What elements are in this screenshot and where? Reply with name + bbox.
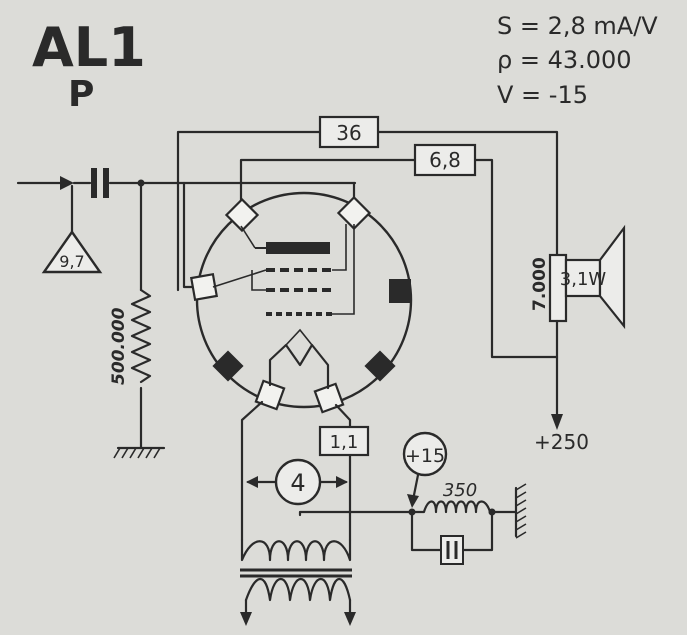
load-impedance-value: 7.000 bbox=[530, 257, 550, 311]
bypass-capacitor bbox=[440, 535, 464, 565]
supply-voltage-label: +250 bbox=[534, 430, 589, 454]
input-signal-triangle: 9,7 bbox=[41, 229, 103, 274]
plate-electrode bbox=[266, 242, 330, 254]
cathode-resistor bbox=[410, 500, 518, 514]
screen-resistor-box bbox=[318, 115, 380, 149]
coupling-capacitor bbox=[91, 168, 109, 198]
loudspeaker bbox=[564, 224, 626, 330]
tube-name: AL1 bbox=[32, 16, 146, 79]
ground-symbol-right bbox=[514, 483, 527, 539]
spec-grid-bias: V = -15 bbox=[497, 81, 588, 109]
filament-voltage-value: 4 bbox=[290, 469, 305, 497]
cathode-resistor-value: 350 bbox=[443, 480, 477, 501]
input-arrow bbox=[16, 176, 74, 190]
grid-leak-value: 500.000 bbox=[109, 307, 129, 385]
bias-voltage-value: +15 bbox=[405, 445, 445, 467]
tube-pin-blank-lower-left bbox=[212, 350, 244, 382]
tube-pin-blank-lower-right bbox=[364, 350, 396, 382]
tube-pin-grid bbox=[189, 272, 219, 302]
cathode-filament bbox=[268, 343, 330, 390]
speaker-power-value: 3,1W bbox=[560, 269, 607, 290]
filament-current-value: 1,1 bbox=[330, 432, 359, 453]
filament-current-box bbox=[318, 425, 370, 457]
filament-voltage-circle bbox=[274, 458, 322, 506]
tube-type: P bbox=[68, 74, 94, 115]
ground-symbol-left bbox=[113, 446, 166, 459]
input-signal-value: 9,7 bbox=[59, 252, 84, 271]
bias-voltage-circle bbox=[402, 431, 448, 477]
tube-pin-top-right bbox=[336, 195, 372, 231]
heater-transformer bbox=[240, 538, 356, 626]
tube-pin-blank-right bbox=[389, 279, 411, 303]
spec-plate-resistance: ρ = 43.000 bbox=[497, 46, 632, 74]
tube-pin-plate bbox=[224, 197, 260, 233]
screen-resistor-value: 36 bbox=[336, 121, 361, 145]
plate-resistor-value: 6,8 bbox=[429, 148, 461, 172]
grid-leak-resistor bbox=[130, 288, 152, 384]
plate-resistor-box bbox=[413, 143, 477, 177]
spec-transconductance: S = 2,8 mA/V bbox=[497, 12, 658, 40]
